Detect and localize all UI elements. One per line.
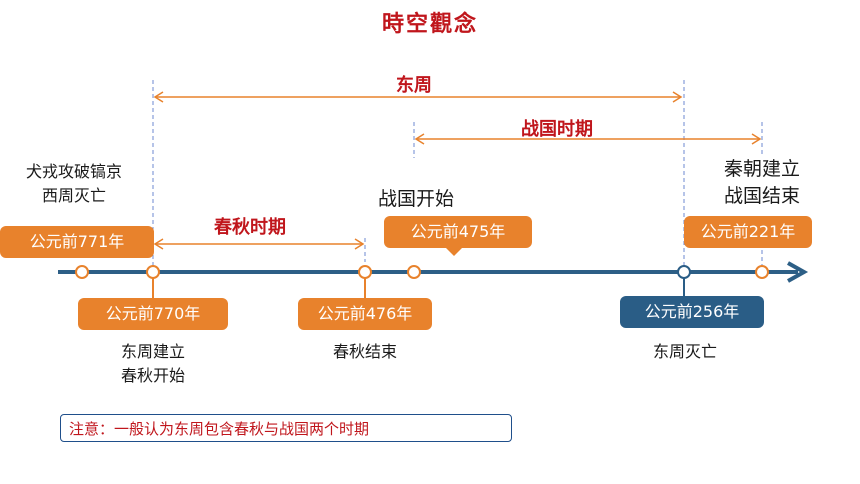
node-476 [358, 265, 372, 279]
node-770 [146, 265, 160, 279]
era-label-zhanguo: 战国时期 [521, 119, 593, 140]
page-title: 時空觀念 [381, 12, 478, 37]
date-badge-770: 公元前770年 [78, 298, 228, 330]
event-dongzhou-start: 东周建立 春秋开始 [96, 340, 210, 388]
badge-475-pointer [446, 248, 462, 256]
event-line: 东周建立 [120, 342, 185, 361]
zhanguo-range-arrow-left [414, 133, 425, 145]
event-line: 战国结束 [723, 185, 800, 207]
date-badge-476: 公元前476年 [298, 298, 432, 330]
event-line: 春秋开始 [120, 366, 185, 385]
note-box: 注意：一般认为东周包含春秋与战国两个时期 [60, 414, 512, 442]
node-771 [75, 265, 89, 279]
event-chunqiu-end: 春秋结束 [332, 342, 397, 361]
event-xizhou-end: 犬戎攻破镐京 西周灭亡 [4, 160, 144, 208]
date-badge-221: 公元前221年 [684, 216, 812, 248]
node-256 [677, 265, 691, 279]
event-line: 西周灭亡 [41, 186, 106, 205]
node-475 [407, 265, 421, 279]
event-dongzhou-end: 东周灭亡 [652, 342, 717, 361]
event-line: 秦朝建立 [723, 158, 800, 180]
era-label-chunqiu: 春秋时期 [214, 217, 286, 238]
event-zhanguo-start: 战国开始 [377, 188, 454, 210]
node-221 [755, 265, 769, 279]
date-badge-475: 公元前475年 [384, 216, 532, 248]
dongzhou-range-arrow-right [672, 91, 683, 103]
zhanguo-range-arrow-right [751, 133, 762, 145]
date-badge-256: 公元前256年 [620, 296, 764, 328]
event-qin-start: 秦朝建立 战国结束 [706, 156, 818, 210]
era-label-dongzhou: 东周 [396, 75, 432, 96]
chunqiu-range-arrow-left [153, 238, 164, 250]
date-badge-771: 公元前771年 [0, 226, 154, 258]
event-line: 犬戎攻破镐京 [25, 162, 122, 181]
chunqiu-range-arrow-right [354, 238, 365, 250]
dongzhou-range-arrow-left [153, 91, 164, 103]
timeline-axis-arrowhead [787, 261, 809, 283]
